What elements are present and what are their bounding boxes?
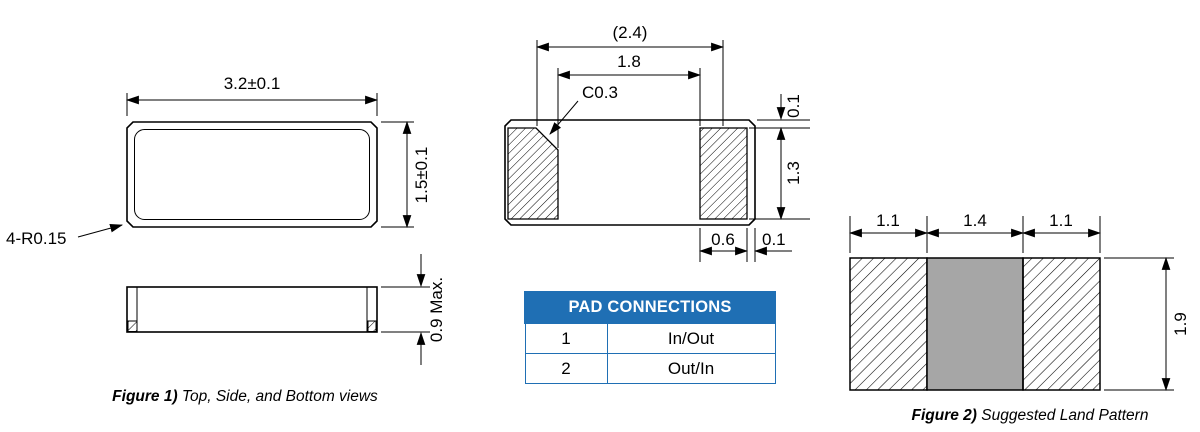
width-dim-label: 3.2±0.1 — [224, 74, 281, 93]
land-height-dim-label: 1.9 — [1171, 312, 1190, 336]
corner-radius-label: 4-R0.15 — [6, 229, 66, 248]
side-view-right-castellation — [367, 320, 377, 332]
side-view-outline — [126, 286, 378, 333]
pad-gap-dim-label: 1.8 — [617, 52, 641, 71]
land-center-dim-label: 1.4 — [963, 211, 987, 230]
pad-table-row-1: 1 In/Out — [524, 322, 776, 354]
figure2-caption-label: Figure 2) — [911, 407, 977, 424]
figure1-caption: Figure 1) Top, Side, and Bottom views — [75, 388, 415, 406]
land-height-dimension: 1.9 — [1104, 256, 1190, 392]
land-right-pad-dim-label: 1.1 — [1049, 211, 1073, 230]
land-right-pad — [1022, 257, 1101, 391]
figure1-side-view — [126, 286, 378, 333]
pad-signal: Out/In — [606, 353, 776, 384]
land-width-dimensions: 1.1 1.4 1.1 — [848, 211, 1102, 253]
land-pattern — [849, 257, 1101, 391]
bottom-view-pad1 — [507, 127, 559, 220]
pad-table-row-2: 2 Out/In — [524, 353, 776, 384]
thickness-dim-label: 0.9 Max. — [427, 277, 446, 342]
overall-dimension: (2.4) — [535, 23, 725, 126]
height-dim-label: 1.5±0.1 — [412, 147, 431, 204]
figure1-caption-text: Top, Side, and Bottom views — [177, 388, 378, 405]
height-dimension: 1.5±0.1 — [381, 120, 431, 229]
side-offset-dimension: 0.1 — [753, 230, 792, 256]
top-offset-dimension: 0.1 — [749, 94, 810, 129]
side-view-left-castellation — [127, 320, 138, 332]
width-dimension: 3.2±0.1 — [125, 74, 379, 116]
land-left-pad — [849, 257, 928, 391]
top-view-inner-outline — [134, 129, 370, 220]
thickness-dimension: 0.9 Max. — [381, 254, 446, 365]
pad-signal: In/Out — [606, 322, 776, 354]
pad-table-header: PAD CONNECTIONS — [524, 291, 776, 324]
corner-radius-callout: 4-R0.15 — [6, 223, 124, 248]
figure2-caption: Figure 2) Suggested Land Pattern — [880, 407, 1180, 425]
pad-height-dimension: 1.3 — [749, 126, 810, 221]
bottom-view-pad2 — [699, 127, 748, 220]
side-offset-dim-label: 0.1 — [762, 230, 786, 249]
chamfer-label: C0.3 — [582, 83, 618, 102]
overall-dim-label: (2.4) — [613, 23, 648, 42]
pad-number: 2 — [524, 353, 608, 384]
chamfer-callout: C0.3 — [549, 83, 618, 135]
figure1-caption-label: Figure 1) — [112, 388, 178, 405]
pad-number: 1 — [524, 322, 608, 354]
pad-connections-table: PAD CONNECTIONS 1 In/Out 2 Out/In — [524, 291, 776, 384]
figure1-top-view — [126, 121, 378, 228]
land-left-pad-dim-label: 1.1 — [876, 211, 900, 230]
bottom-view-outline — [504, 119, 756, 226]
pad-width-dim-label: 0.6 — [711, 230, 735, 249]
top-offset-dim-label: 0.1 — [784, 94, 803, 118]
top-view-outline — [126, 121, 378, 228]
land-center-gap — [926, 257, 1024, 391]
pad-width-dimension: 0.6 — [698, 228, 756, 262]
pad-height-dim-label: 1.3 — [784, 161, 803, 185]
figure2-caption-text: Suggested Land Pattern — [976, 407, 1149, 424]
bottom-view — [504, 119, 756, 226]
